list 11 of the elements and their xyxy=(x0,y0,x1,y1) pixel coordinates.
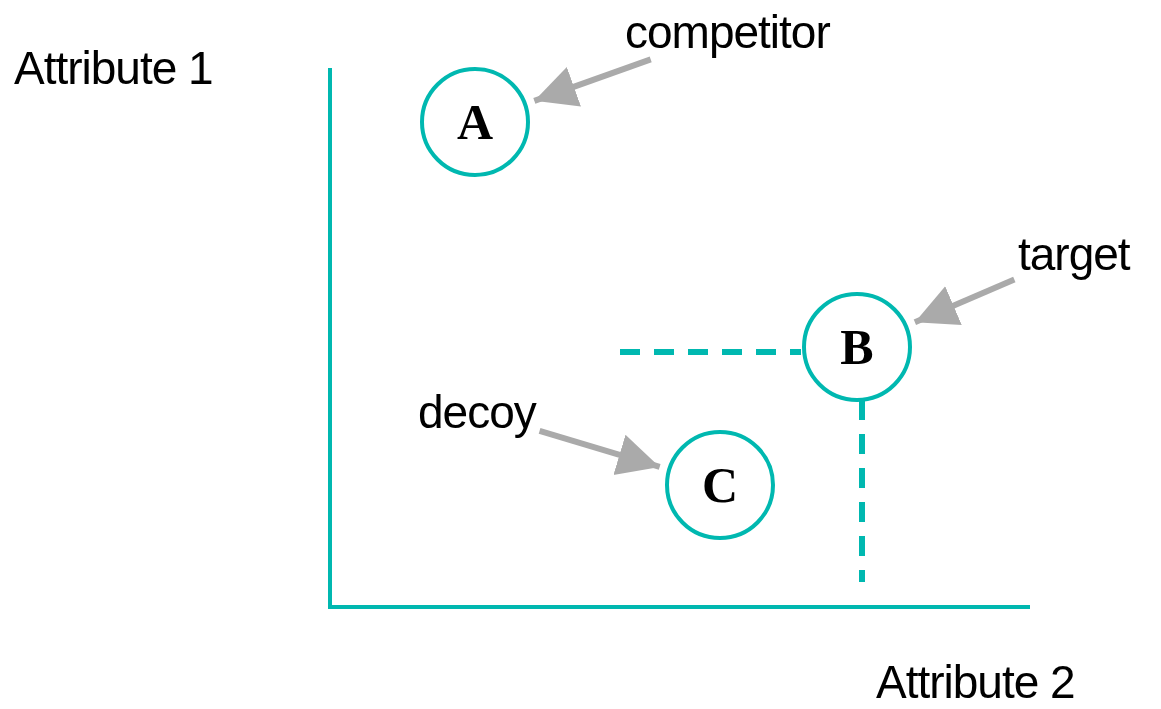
axis-label: Attribute 2 xyxy=(876,656,1075,708)
option-letter: C xyxy=(701,460,739,510)
callout-label: target xyxy=(1018,228,1130,280)
option-letter: B xyxy=(840,322,874,372)
callout-label: competitor xyxy=(625,6,830,58)
leader-arrow xyxy=(913,276,1016,325)
option-letter: A xyxy=(456,97,494,147)
leader-arrow xyxy=(533,56,652,107)
callout-label: decoy xyxy=(418,386,536,438)
axis-label: Attribute 1 xyxy=(14,42,213,94)
leader-arrow xyxy=(538,427,661,475)
